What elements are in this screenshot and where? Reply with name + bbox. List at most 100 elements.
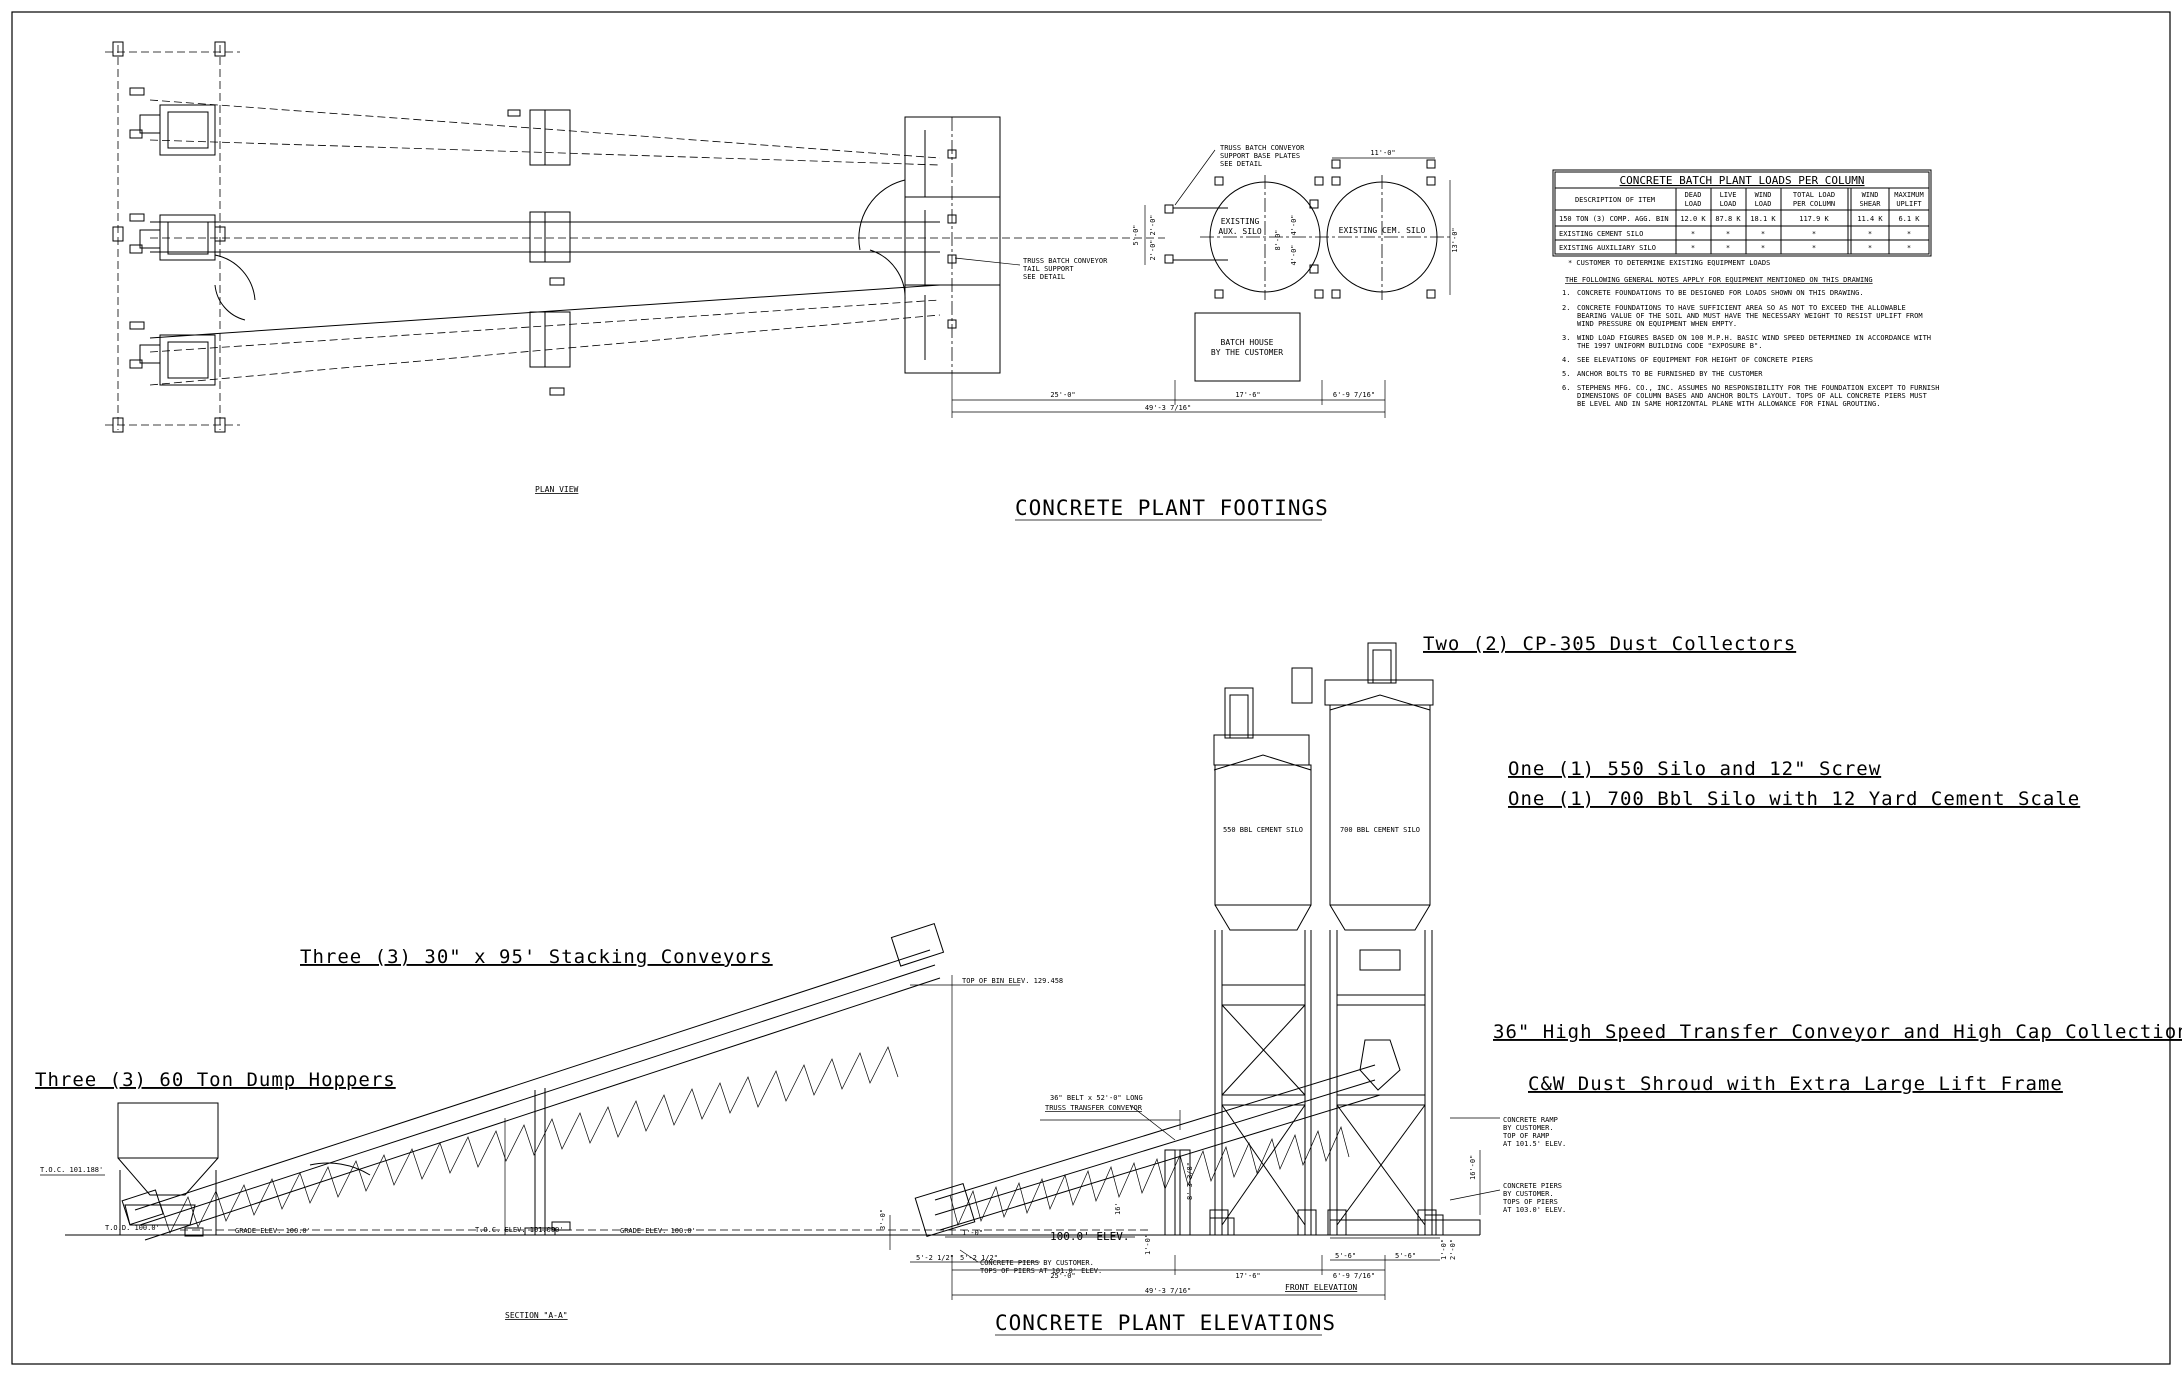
note-4-l1: SEE ELEVATIONS OF EQUIPMENT FOR HEIGHT O… (1577, 356, 1813, 364)
callout-silo-700: One (1) 700 Bbl Silo with 12 Yard Cement… (1508, 788, 2080, 810)
truss-tail-note-1: TRUSS BATCH CONVEYOR (1023, 257, 1108, 265)
elev-dim-6-9: 6'-9 7/16" (1333, 1272, 1375, 1280)
plan-aggregate-bin (858, 116, 1001, 374)
callout-transfer: 36" High Speed Transfer Conveyor and Hig… (1493, 1021, 2182, 1043)
grade-2: GRADE ELEV. 100.0' (620, 1227, 696, 1235)
ramp-note-1: CONCRETE RAMP (1503, 1116, 1558, 1124)
truss-base-note-1: TRUSS BATCH CONVEYOR (1220, 144, 1305, 152)
toc-1: T.O.C. 101.188' (40, 1166, 103, 1174)
hdr-dead-2: LOAD (1685, 200, 1702, 208)
plan-callouts: TRUSS BATCH CONVEYOR SUPPORT BASE PLATES… (954, 144, 1305, 281)
sheet-border (11, 11, 2171, 1365)
plan-dim-49: 49'-3 7/16" (1145, 404, 1191, 412)
row0-c2: 87.8 K (1715, 215, 1741, 223)
truss-label-2: TRUSS TRANSFER CONVEYOR (1045, 1104, 1143, 1112)
row1-c2: * (1726, 230, 1730, 238)
dim-16: 16' (1114, 1202, 1122, 1215)
silos-elevation: 550 BBL CEMENT SILO 700 BBL CEMENT SILO (1209, 642, 1481, 1236)
note-6-l3: BE LEVEL AND IN SAME HORIZONTAL PLANE WI… (1577, 400, 1880, 408)
note-1-num: 1. (1562, 289, 1570, 297)
footings-title: CONCRETE PLANT FOOTINGS (1015, 496, 1329, 520)
dim-1-0: 1'-0" (962, 1229, 983, 1237)
row0-c5: 11.4 K (1857, 215, 1883, 223)
elev-100: 100.0' ELEV. (1050, 1230, 1129, 1243)
elevation-callouts: CONCRETE RAMP BY CUSTOMER. TOP OF RAMP A… (959, 1116, 1566, 1275)
hdr-wind-2: LOAD (1755, 200, 1772, 208)
row2-c3: * (1761, 244, 1765, 252)
note-3-l1: WIND LOAD FIGURES BASED ON 100 M.P.H. BA… (1577, 334, 1931, 342)
plan-silos: BATCH HOUSE BY THE CUSTOMER EXISTING AUX… (1132, 149, 1459, 382)
plan-dim-17: 17'-6" (1235, 391, 1260, 399)
row1-c5: * (1868, 230, 1872, 238)
note-6-l1: STEPHENS MFG. CO., INC. ASSUMES NO RESPO… (1577, 384, 1939, 392)
silo-550-tag: 550 BBL CEMENT SILO (1223, 826, 1303, 834)
notes-heading: THE FOLLOWING GENERAL NOTES APPLY FOR EQ… (1565, 276, 1873, 284)
front-elevation-title: FRONT ELEVATION (1285, 1283, 1357, 1292)
row2-desc: EXISTING AUXILIARY SILO (1559, 244, 1656, 252)
batch-house (1194, 312, 1301, 382)
batch-house-label-1: BATCH HOUSE (1221, 338, 1274, 347)
elev-dim-49: 49'-3 7/16" (1145, 1287, 1191, 1295)
svg-text:2'-0": 2'-0" (1149, 214, 1157, 235)
note-4-num: 4. (1562, 356, 1570, 364)
note-2-l3: WIND PRESSURE ON EQUIPMENT WHEN EMPTY. (1577, 320, 1737, 328)
row0-c4: 117.9 K (1799, 215, 1829, 223)
dump-hopper: T.O.C. 101.188' T.O.D. 100.0' GRADE ELEV… (40, 1102, 696, 1235)
svg-text:8'-0": 8'-0" (1274, 229, 1282, 250)
hdr-wind-1: WIND (1755, 191, 1772, 199)
svg-text:5'-0": 5'-0" (1132, 224, 1140, 245)
plan-view-title: PLAN VIEW (535, 485, 579, 494)
loads-table: CONCRETE BATCH PLANT LOADS PER COLUMN DE… (1552, 169, 1932, 267)
ramp-note-3: TOP OF RAMP (1503, 1132, 1549, 1140)
hdr-shear-2: SHEAR (1859, 200, 1881, 208)
silo-700-tag: 700 BBL CEMENT SILO (1340, 826, 1420, 834)
note-5-num: 5. (1562, 370, 1570, 378)
row0-desc: 150 TON (3) COMP. AGG. BIN (1559, 215, 1669, 223)
aux-silo-label-2: AUX. SILO (1218, 227, 1262, 236)
dim-11: 11'-0" (1370, 149, 1395, 157)
loads-table-title: CONCRETE BATCH PLANT LOADS PER COLUMN (1619, 174, 1864, 187)
bin-elevation-marker: TOP OF BIN ELEV. 129.458 (910, 975, 1063, 1235)
plan-bin-grid (105, 41, 256, 433)
piers-note-1: CONCRETE PIERS BY CUSTOMER. (980, 1259, 1094, 1267)
note-5-l1: ANCHOR BOLTS TO BE FURNISHED BY THE CUST… (1577, 370, 1763, 378)
row2-c4: * (1812, 244, 1816, 252)
hdr-desc: DESCRIPTION OF ITEM (1575, 196, 1655, 204)
dim-5-6b: 5'-6" (1395, 1252, 1416, 1260)
note-3-num: 3. (1562, 334, 1570, 342)
section-title: SECTION "A-A" (505, 1311, 568, 1320)
callout-silo-550: One (1) 550 Silo and 12" Screw (1508, 758, 1881, 780)
hdr-total-1: TOTAL LOAD (1793, 191, 1835, 199)
dim-5-6a: 5'-6" (1335, 1252, 1356, 1260)
truss-tail-note-3: SEE DETAIL (1023, 273, 1065, 281)
piers-b-note-2: BY CUSTOMER. (1503, 1190, 1554, 1198)
ramp-note-4: AT 101.5' ELEV. (1503, 1140, 1566, 1148)
elev-dim-17: 17'-6" (1235, 1272, 1260, 1280)
plan-dim-6-9: 6'-9 7/16" (1333, 391, 1375, 399)
svg-text:2'-0": 2'-0" (1149, 239, 1157, 260)
row0-c6: 6.1 K (1898, 215, 1920, 223)
row0-c3: 18.1 K (1750, 215, 1776, 223)
dim-8-3: 8'-3 3/8" (1186, 1162, 1194, 1200)
row1-c6: * (1907, 230, 1911, 238)
truss-base-note-3: SEE DETAIL (1220, 160, 1262, 168)
hdr-live-1: LIVE (1720, 191, 1737, 199)
ramp-note-2: BY CUSTOMER. (1503, 1124, 1554, 1132)
callout-hoppers: Three (3) 60 Ton Dump Hoppers (35, 1069, 396, 1091)
svg-text:4'-0": 4'-0" (1290, 244, 1298, 265)
truss-label-1: 36" BELT x 52'-0" LONG (1050, 1094, 1143, 1102)
svg-text:1'-0": 1'-0" (1144, 1234, 1152, 1255)
row2-c6: * (1907, 244, 1911, 252)
top-bin-label: TOP OF BIN ELEV. 129.458 (962, 977, 1063, 985)
elevations-title: CONCRETE PLANT ELEVATIONS (995, 1311, 1336, 1335)
equipment-callouts: Two (2) CP-305 Dust Collectors One (1) 5… (35, 633, 2182, 1095)
svg-text:3'-0": 3'-0" (879, 1209, 887, 1230)
hdr-total-2: PER COLUMN (1793, 200, 1835, 208)
loads-footnote: * CUSTOMER TO DETERMINE EXISTING EQUIPME… (1568, 259, 1770, 267)
plan-view: BATCH HOUSE BY THE CUSTOMER EXISTING AUX… (105, 41, 1459, 494)
row2-c2: * (1726, 244, 1730, 252)
plan-dim-25: 25'-0" (1050, 391, 1075, 399)
row0-c1: 12.0 K (1680, 215, 1706, 223)
hdr-dead-1: DEAD (1685, 191, 1702, 199)
truss-base-note-2: SUPPORT BASE PLATES (1220, 152, 1300, 160)
